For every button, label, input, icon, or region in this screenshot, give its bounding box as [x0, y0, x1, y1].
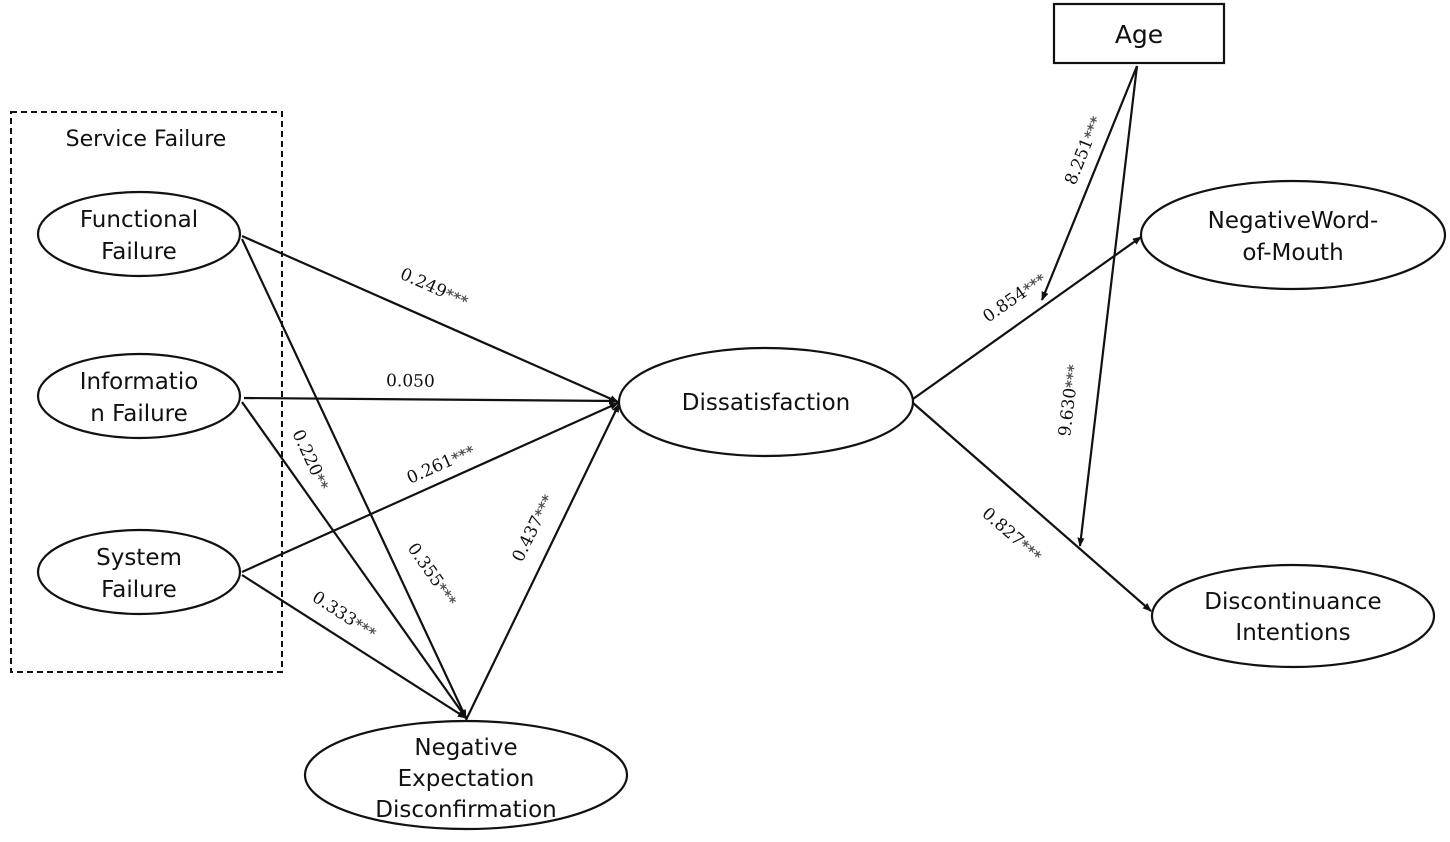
system-failure-label-line1: System: [96, 545, 182, 571]
nwom-label-line2: of-Mouth: [1242, 240, 1343, 266]
edge-dissatisfaction-nwom: [912, 236, 1142, 400]
functional-failure-label-line2: Failure: [101, 239, 177, 265]
dissatisfaction-label: Dissatisfaction: [682, 390, 850, 416]
edge-information-ned: [241, 401, 467, 719]
service-failure-group-label: Service Failure: [66, 127, 227, 152]
ned-label-line3: Disconfirmation: [375, 797, 556, 823]
information-failure-label-line2: n Failure: [90, 401, 188, 427]
coef-functional-dissatisfaction: 0.249***: [397, 264, 471, 312]
coef-functional-ned: 0.220**: [287, 427, 332, 494]
edges: [241, 65, 1152, 721]
coef-dissatisfaction-nwom: 0.854***: [979, 269, 1050, 327]
edge-system-ned: [241, 574, 467, 719]
discontinuance-ellipse: [1150, 563, 1436, 669]
discontinuance-label-line1: Discontinuance: [1204, 589, 1381, 615]
functional-failure-ellipse: [36, 190, 242, 278]
edge-dissatisfaction-discontinuance: [912, 402, 1152, 612]
node-dissatisfaction: Dissatisfaction: [617, 346, 915, 458]
edge-ned-dissatisfaction: [465, 403, 620, 721]
node-negative-word-of-mouth: NegativeWord- of-Mouth: [1139, 179, 1447, 291]
coef-age-nwom: 8.251***: [1061, 113, 1107, 188]
edge-age-nwom-moderation: [1040, 65, 1139, 301]
coef-information-dissatisfaction: 0.050: [386, 371, 435, 392]
edge-information-dissatisfaction: [243, 396, 618, 405]
node-age: Age: [1052, 2, 1226, 65]
node-functional-failure: Functional Failure: [36, 190, 242, 278]
ned-label-line2: Expectation: [398, 766, 535, 792]
edge-system-dissatisfaction: [241, 401, 619, 574]
dissatisfaction-ellipse: [617, 346, 915, 458]
coef-dissatisfaction-discontinuance: 0.827***: [978, 504, 1046, 567]
node-information-failure: Informatio n Failure: [36, 352, 242, 440]
nwom-label-line1: NegativeWord-: [1208, 208, 1379, 234]
service-failure-group-box: [10, 111, 283, 673]
discontinuance-label-line2: Intentions: [1235, 620, 1350, 646]
functional-failure-label-line1: Functional: [80, 207, 198, 233]
coef-ned-dissatisfaction: 0.437***: [509, 491, 559, 565]
ned-ellipse: [303, 719, 629, 831]
coef-system-ned: 0.333***: [308, 587, 380, 643]
node-discontinuance-intentions: Discontinuance Intentions: [1150, 563, 1436, 669]
node-negative-expectation-disconfirmation: Negative Expectation Disconfirmation: [303, 719, 629, 831]
edge-functional-ned: [241, 238, 467, 719]
age-label: Age: [1115, 20, 1163, 49]
edge-age-discontinuance-moderation: [1077, 65, 1139, 547]
information-failure-ellipse: [36, 352, 242, 440]
ned-label-line1: Negative: [414, 735, 517, 761]
nwom-ellipse: [1139, 179, 1447, 291]
coef-age-discontinuance: 9.630***: [1055, 363, 1084, 437]
system-failure-ellipse: [36, 528, 242, 616]
edge-functional-dissatisfaction: [241, 234, 619, 404]
age-box: [1052, 2, 1226, 65]
node-system-failure: System Failure: [36, 528, 242, 616]
information-failure-label-line1: Informatio: [80, 369, 199, 395]
system-failure-label-line2: Failure: [101, 577, 177, 603]
